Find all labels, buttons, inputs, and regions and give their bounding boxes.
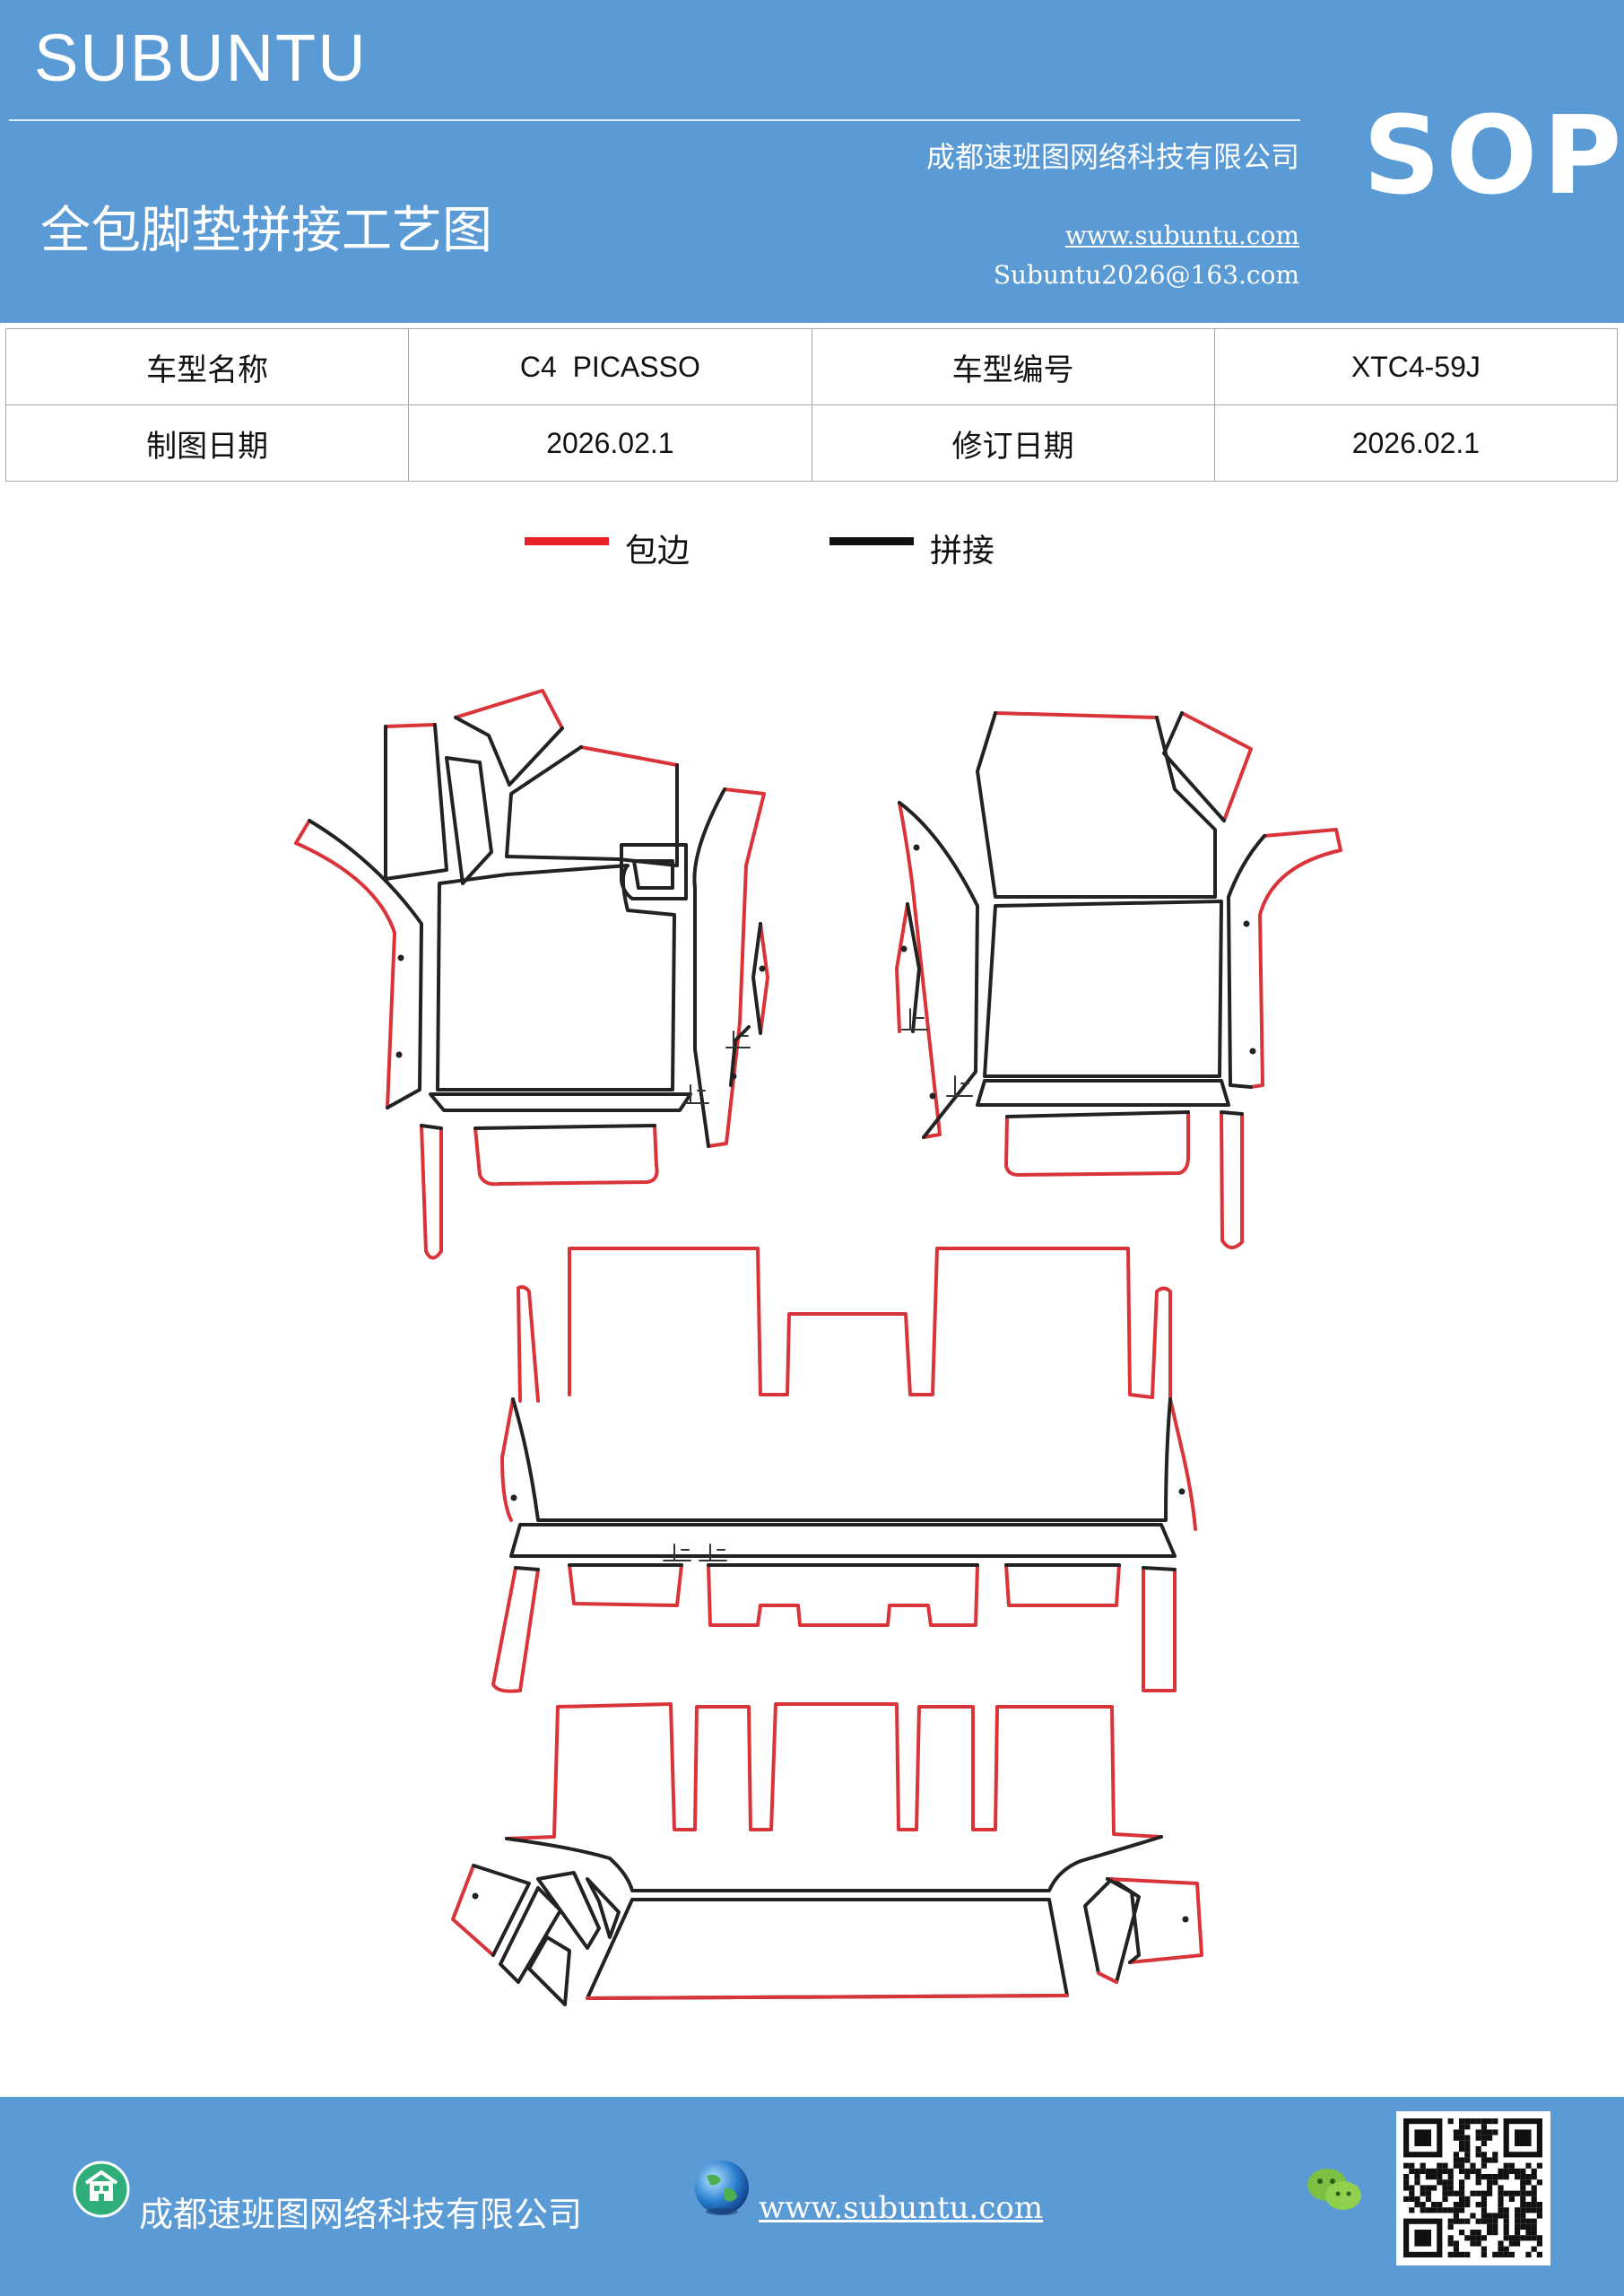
second-row-mat	[491, 1247, 1197, 1693]
building-icon	[72, 2160, 131, 2219]
revision-date-label: 修订日期	[811, 404, 1215, 482]
vehicle-info-table: 车型名称 C4 PICASSO 车型编号 XTC4-59J 制图日期 2026.…	[4, 328, 1619, 482]
rear-mat	[451, 1702, 1203, 2006]
floor-mat-drawing	[294, 689, 1342, 2006]
footer-website-link[interactable]: www.subuntu.com	[759, 2190, 1044, 2226]
wechat-icon	[1305, 2165, 1364, 2215]
document-title: 全包脚垫拼接工艺图	[40, 202, 492, 260]
draw-date-value: 2026.02.1	[408, 404, 812, 482]
legend-edging-label: 包边	[625, 533, 690, 570]
table-row: 制图日期 2026.02.1 修订日期 2026.02.1	[4, 404, 1619, 482]
revision-date-value: 2026.02.1	[1213, 404, 1619, 482]
model-code-value: XTC4-59J	[1213, 328, 1619, 405]
footer-company: 成都速班图网络科技有限公司	[139, 2195, 583, 2234]
footer-banner: 成都速班图网络科技有限公司 www.subuntu.com	[0, 2097, 1624, 2296]
brand-name: SUBUNTU	[34, 21, 368, 95]
table-row: 车型名称 C4 PICASSO 车型编号 XTC4-59J	[4, 328, 1619, 405]
company-name: 成都速班图网络科技有限公司	[925, 140, 1299, 174]
legend-seam-swatch	[829, 537, 914, 545]
sop-label: SOP	[1363, 94, 1624, 219]
legend-edging-swatch	[525, 537, 609, 545]
header-banner: SUBUNTU 成都速班图网络科技有限公司 SOP 全包脚垫拼接工艺图 www.…	[0, 0, 1624, 323]
header-divider	[9, 119, 1300, 121]
model-name-label: 车型名称	[4, 328, 410, 405]
email-address: Subuntu2026@163.com	[993, 260, 1299, 290]
qr-code[interactable]	[1396, 2111, 1550, 2266]
website-link[interactable]: www.subuntu.com	[1064, 221, 1299, 250]
model-name-value: C4 PICASSO	[408, 328, 812, 405]
legend-seam-label: 拼接	[930, 533, 995, 570]
passenger-side-mat	[895, 711, 1342, 1249]
globe-icon	[690, 2156, 753, 2219]
driver-side-mat	[294, 689, 769, 1260]
draw-date-label: 制图日期	[4, 404, 410, 482]
model-code-label: 车型编号	[811, 328, 1215, 405]
